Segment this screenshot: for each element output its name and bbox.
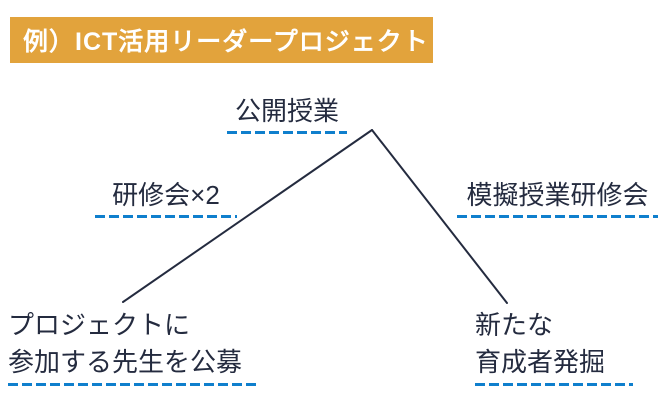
dashed-underline [457,215,658,218]
node-mock-lesson-training: 模擬授業研修会 [457,177,658,218]
dashed-underline [475,383,633,386]
node-label: 公開授業 [234,96,339,126]
node-label-line2: 参加する先生を公募 [8,347,243,377]
node-public-lesson: 公開授業 [227,93,347,134]
node-new-leader-discovery: 新たな 育成者発掘 [475,307,633,386]
node-recruit-teachers: プロジェクトに 参加する先生を公募 [8,307,260,386]
dashed-underline [95,215,237,218]
node-label: 模擬授業研修会 [466,180,649,210]
banner-label: 例）ICT活用リーダープロジェクト [23,28,429,56]
dashed-underline [8,383,260,386]
node-label-line1: 新たな [475,310,554,340]
example-banner: 例）ICT活用リーダープロジェクト [10,17,433,63]
node-label: 研修会×2 [112,180,220,210]
node-label-line2: 育成者発掘 [475,347,606,377]
node-label-line1: プロジェクトに [8,310,191,340]
node-training-session: 研修会×2 [95,177,237,218]
dashed-underline [227,131,347,134]
